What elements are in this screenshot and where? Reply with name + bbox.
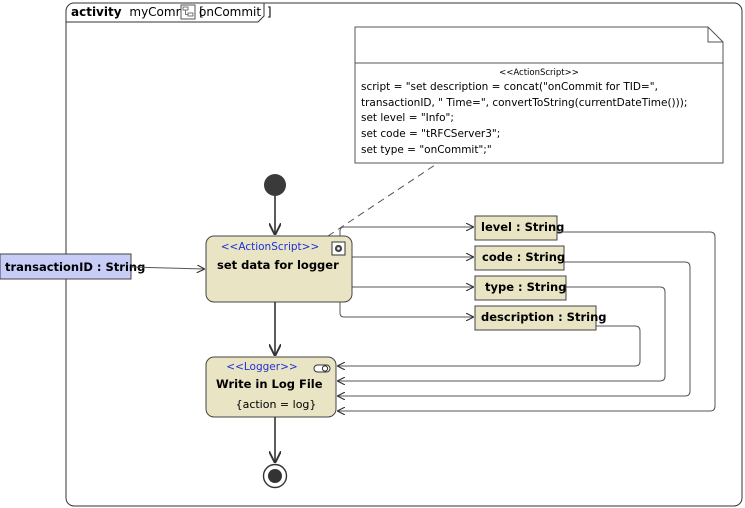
flow-parameter-to-action — [130, 267, 204, 269]
frame-diagram-ref[interactable]: onCommit — [199, 5, 261, 19]
toggle-icon — [313, 364, 331, 373]
note-stereotype: <<ActionScript>> — [499, 68, 579, 78]
frame-bracket-open: [ — [199, 5, 204, 19]
object-node-code[interactable]: code : String — [474, 245, 565, 271]
frame-bracket-close: ] — [267, 5, 272, 19]
note-anchor-line — [327, 162, 439, 237]
initial-node[interactable] — [264, 174, 286, 196]
activity-diagram-icon — [180, 4, 196, 20]
logger-label: Write in Log File — [216, 377, 323, 391]
action-write-in-log-file[interactable]: <<Logger>> Write in Log File {action = l… — [205, 356, 337, 418]
action-set-data-stereotype: <<ActionScript>> — [221, 241, 320, 253]
object-node-code-label: code : String — [482, 250, 565, 264]
note-line-3: set level = "Info"; — [361, 112, 454, 124]
note-line-2: transactionID, " Time=", convertToString… — [361, 97, 687, 109]
object-flows-in — [338, 231, 716, 411]
parameter-transaction-id-label: transactionID : String — [5, 260, 145, 274]
logger-stereotype: <<Logger>> — [226, 361, 297, 373]
object-node-type-label: type : String — [485, 280, 566, 294]
note-line-5: set type = "onCommit";" — [361, 144, 492, 156]
note-line-4: set code = "tRFCServer3"; — [361, 128, 500, 140]
action-set-data-label: set data for logger — [217, 258, 339, 272]
object-node-level[interactable]: level : String — [474, 215, 564, 241]
svg-text:onCommit ]: onCommit ] — [199, 5, 272, 19]
parameter-transaction-id[interactable]: transactionID : String — [0, 253, 145, 280]
svg-text:activity myCommit: activity myCommit [ — [71, 5, 204, 19]
action-script-note[interactable]: <<ActionScript>> script = "set descripti… — [354, 26, 724, 164]
note-line-1: script = "set description = concat("onCo… — [361, 81, 658, 93]
settings-icon — [331, 241, 346, 256]
action-set-data-for-logger[interactable]: <<ActionScript>> set data for logger — [205, 235, 353, 303]
object-flows-out — [339, 227, 473, 317]
frame-activity-name: myCommit — [129, 5, 195, 19]
object-node-description[interactable]: description : String — [474, 305, 606, 331]
logger-constraint: {action = log} — [236, 398, 317, 411]
frame-keyword: activity — [71, 5, 122, 19]
object-node-description-label: description : String — [481, 310, 606, 324]
object-node-type[interactable]: type : String — [474, 275, 567, 301]
object-node-level-label: level : String — [481, 220, 564, 234]
activity-final-node[interactable] — [262, 463, 288, 489]
